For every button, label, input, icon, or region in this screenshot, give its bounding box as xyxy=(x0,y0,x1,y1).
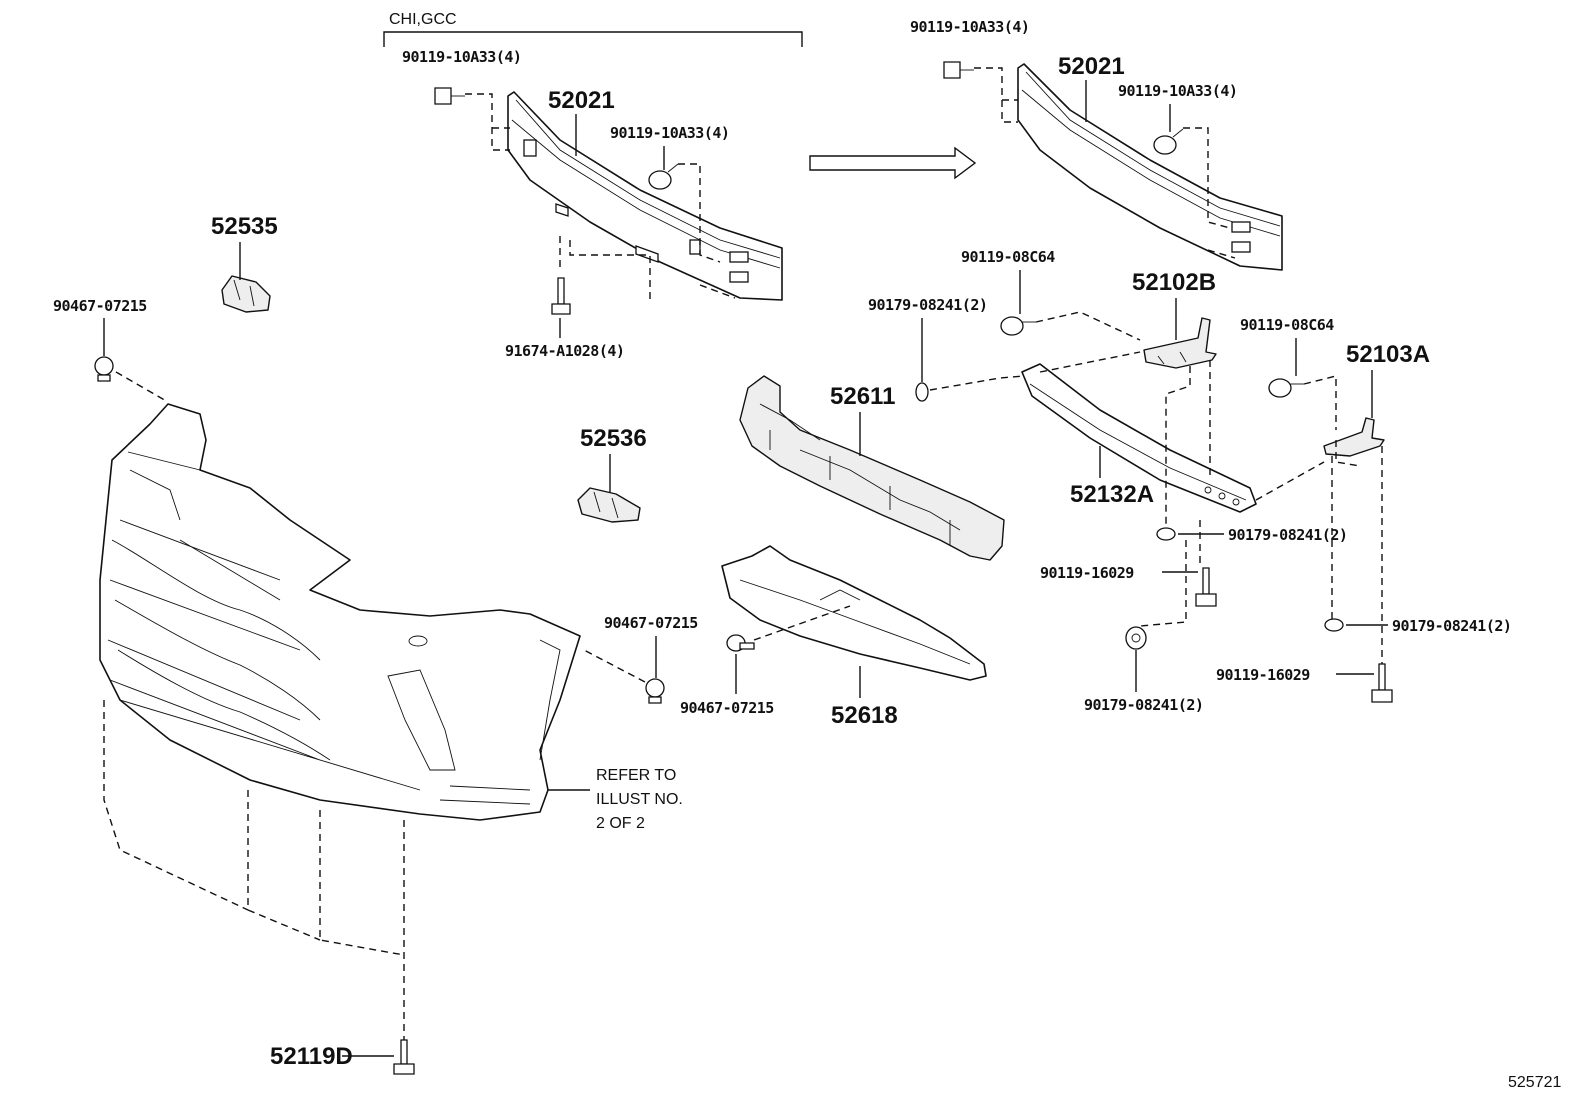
undercover xyxy=(721,545,987,681)
screw-icon xyxy=(393,1039,415,1075)
leader-dashed xyxy=(1303,375,1361,467)
leader-dashed xyxy=(115,371,169,403)
lower-reinforcement xyxy=(1021,363,1257,513)
label-bumper-clip-right: 90467-07215 xyxy=(604,614,698,632)
refer-note-line-2: ILLUST NO. xyxy=(596,791,683,808)
label-reinf-a-screw: 91674-A1028(4) xyxy=(505,342,624,360)
variant-label: CHI,GCC xyxy=(389,11,457,28)
screw-icon xyxy=(1371,663,1393,703)
label-absorber: 52611 xyxy=(830,383,895,410)
label-bumper-screw: 52119D xyxy=(270,1043,353,1070)
label-lower-bolt-1: 90119-16029 xyxy=(1040,564,1134,582)
bolt-icon xyxy=(1268,378,1304,398)
screw-icon xyxy=(1195,567,1217,607)
label-undercover: 52618 xyxy=(831,702,898,729)
label-bracket-right: 52103A xyxy=(1346,341,1430,368)
refer-note-line-3: 2 OF 2 xyxy=(596,815,645,832)
illustration-number: 525721 xyxy=(1508,1074,1561,1091)
nut-icon xyxy=(1125,626,1147,650)
leader-dashed xyxy=(559,236,651,300)
label-bracket-left-nut: 90179-08241(2) xyxy=(868,296,987,314)
clip-icon xyxy=(726,634,755,652)
leader-dashed xyxy=(1139,540,1187,627)
sensor-bracket-lower xyxy=(577,487,641,523)
label-bracket-left-bolt: 90119-08C64 xyxy=(961,248,1055,266)
label-undercover-clip: 90467-07215 xyxy=(680,699,774,717)
label-lower-nut-1: 90179-08241(2) xyxy=(1228,526,1347,544)
replacement-arrow xyxy=(809,146,977,180)
label-reinf-b-bolt-left: 90119-10A33(4) xyxy=(910,18,1029,36)
label-right-bolt: 90119-16029 xyxy=(1216,666,1310,684)
leader-dashed xyxy=(103,700,405,1048)
clip-icon xyxy=(94,356,114,382)
label-reinf-b-bolt-right: 90119-10A33(4) xyxy=(1118,82,1237,100)
leader-dashed xyxy=(1255,461,1325,501)
leader-dashed xyxy=(678,163,736,299)
label-sensor-bracket-lower: 52536 xyxy=(580,425,647,452)
label-sensor-bracket-upper: 52535 xyxy=(211,213,278,240)
label-reinf-a-bolt-right: 90119-10A33(4) xyxy=(610,124,729,142)
label-bracket-right-bolt: 90119-08C64 xyxy=(1240,316,1334,334)
bolt-icon xyxy=(648,163,679,190)
leader-dashed xyxy=(1035,311,1141,341)
leader-dashed xyxy=(583,649,646,683)
screw-icon xyxy=(551,277,571,315)
leader-dashed xyxy=(753,605,851,641)
bumper-cover xyxy=(99,403,581,821)
leader-dashed xyxy=(1183,127,1236,259)
refer-note-line-1: REFER TO xyxy=(596,767,676,784)
label-reinf-b-part: 52021 xyxy=(1058,53,1125,80)
bolt-icon xyxy=(1153,128,1184,155)
leader-dashed xyxy=(1331,446,1383,672)
nut-icon xyxy=(1324,618,1344,632)
sensor-bracket-upper xyxy=(221,275,271,313)
label-bracket-left: 52102B xyxy=(1132,269,1216,296)
variant-bracket xyxy=(383,31,803,47)
leader-dashed xyxy=(1165,360,1211,530)
clip-icon xyxy=(645,678,665,704)
bracket-right xyxy=(1323,417,1385,457)
label-lower-reinforcement: 52132A xyxy=(1070,481,1154,508)
bolt-icon xyxy=(943,61,974,79)
label-reinf-a-part: 52021 xyxy=(548,87,615,114)
label-lower-nut-2: 90179-08241(2) xyxy=(1084,696,1203,714)
leader-dashed xyxy=(465,93,510,151)
bolt-icon xyxy=(434,87,465,105)
energy-absorber xyxy=(739,375,1005,561)
bolt-icon xyxy=(1000,316,1036,336)
nut-icon xyxy=(1156,527,1176,541)
bracket-left xyxy=(1143,317,1217,369)
leader-dashed xyxy=(929,351,1141,391)
reinforcement-b xyxy=(1017,63,1283,271)
label-reinf-a-bolt-left: 90119-10A33(4) xyxy=(402,48,521,66)
label-bumper-clip-left: 90467-07215 xyxy=(53,297,147,315)
label-right-nut: 90179-08241(2) xyxy=(1392,617,1511,635)
nut-icon xyxy=(915,382,929,402)
leader-dashed xyxy=(974,67,1018,123)
reinforcement-a xyxy=(507,91,783,301)
